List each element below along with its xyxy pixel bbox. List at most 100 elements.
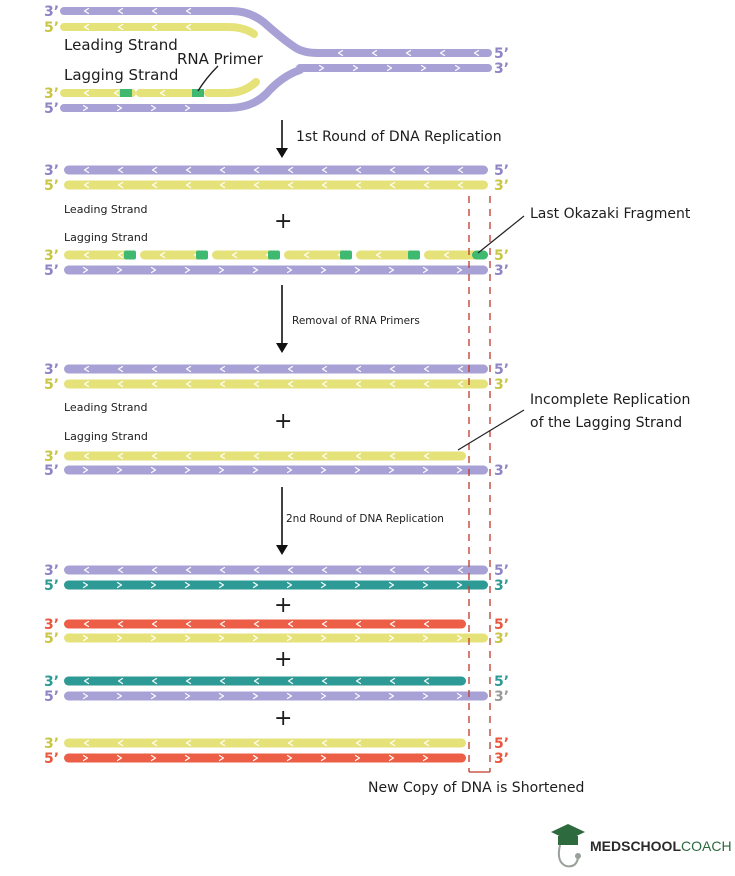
prime-label: 3’ [44,674,59,690]
left-direction-chevron [117,251,124,259]
left-direction-chevron [389,452,396,460]
okazaki-fragment [140,250,208,260]
lagging-strand-label: Lagging Strand [64,66,178,84]
okazaki-fragment [424,250,488,260]
right-direction-chevron [422,466,429,474]
right-direction-chevron [116,466,123,474]
right-direction-chevron [252,266,259,274]
right-direction-chevron [218,266,225,274]
okazaki-fragment [64,250,136,260]
left-direction-chevron [117,452,124,460]
right-direction-chevron [352,64,359,72]
okazaki-fragment [284,250,352,260]
dna-strand [64,633,488,643]
prime-label: 5’ [494,248,509,264]
right-direction-chevron [422,692,429,700]
right-direction-chevron [456,466,463,474]
left-direction-chevron [439,49,446,57]
lagging-strand-label: Lagging Strand [64,430,148,443]
dna-strand [64,580,488,590]
left-direction-chevron [321,566,328,574]
right-direction-chevron [184,692,191,700]
left-direction-chevron [185,739,192,747]
left-direction-chevron [185,380,192,388]
right-direction-chevron [150,581,157,589]
right-direction-chevron [184,754,191,762]
left-direction-chevron [253,365,260,373]
row-prime-labels: 3’5’5’3’5’3’3’5’5’3’3’5’3’3’5’5’3’3’5’5’… [44,163,509,767]
prime-label: 3’ [44,449,59,465]
prime-label: 3’ [494,463,509,479]
right-direction-chevron [286,754,293,762]
left-direction-chevron [355,452,362,460]
right-direction-chevron [354,634,361,642]
right-direction-chevron [422,581,429,589]
left-direction-chevron [151,739,158,747]
prime-label: 3’ [494,263,509,279]
plus-sign: + [274,706,292,731]
left-direction-chevron [253,739,260,747]
left-direction-chevron [457,365,464,373]
rna-primer-label: RNA Primer [177,50,264,68]
left-direction-chevron [287,181,294,189]
left-direction-chevron [83,677,90,685]
left-direction-chevron [389,380,396,388]
left-direction-chevron [117,166,124,174]
left-direction-chevron [371,49,378,57]
left-direction-chevron [389,181,396,189]
left-direction-chevron [83,380,90,388]
plus-sign: + [274,593,292,618]
right-direction-chevron [320,266,327,274]
left-direction-chevron [159,89,166,97]
right-direction-chevron [82,634,89,642]
right-direction-chevron [184,634,191,642]
stethoscope-icon [575,853,581,859]
right-direction-chevron [354,692,361,700]
dna-strand [64,165,488,175]
left-direction-chevron [473,49,480,57]
left-direction-chevron [355,739,362,747]
right-direction-chevron [456,634,463,642]
dna-strand [64,691,488,701]
right-direction-chevron [354,266,361,274]
left-direction-chevron [287,620,294,628]
right-direction-chevron [456,581,463,589]
plus-sign: + [274,209,292,234]
left-direction-chevron [321,677,328,685]
fork-chevrons [82,7,480,112]
dna-strand [64,379,488,389]
left-direction-chevron [321,181,328,189]
left-direction-chevron [423,677,430,685]
left-direction-chevron [355,166,362,174]
step-arrowhead [276,343,288,353]
right-direction-chevron [252,754,259,762]
left-direction-chevron [117,677,124,685]
prime-label: 3’ [44,736,59,752]
right-direction-chevron [82,754,89,762]
left-direction-chevron [185,23,192,31]
right-direction-chevron [388,466,395,474]
right-direction-chevron [388,692,395,700]
left-direction-chevron [83,452,90,460]
rna-primer [472,250,488,260]
logo-brand-bold: MEDSCHOOL [590,838,681,854]
left-direction-chevron [159,251,166,259]
left-direction-chevron [185,7,192,15]
dna-strand [64,180,488,190]
left-direction-chevron [151,23,158,31]
right-direction-chevron [116,104,123,112]
logo-wordmark: MEDSCHOOLCOACH [590,838,732,854]
right-direction-chevron [150,466,157,474]
rna-primer [340,250,352,260]
left-direction-chevron [83,23,90,31]
prime-label: 3’ [494,578,509,594]
left-direction-chevron [389,365,396,373]
prime-label: 5’ [44,631,59,647]
left-direction-chevron [423,739,430,747]
fork-bottom-parental-strand [60,66,304,112]
left-direction-chevron [151,166,158,174]
dna-strand [64,565,488,575]
prime-label: 3’ [44,248,59,264]
left-direction-chevron [321,452,328,460]
